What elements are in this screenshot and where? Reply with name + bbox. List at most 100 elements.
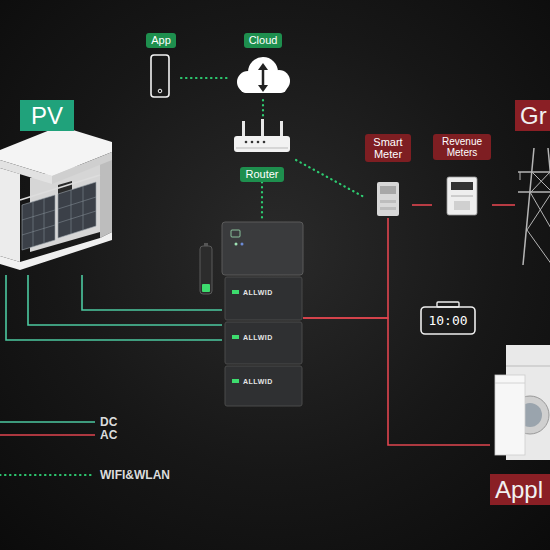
cloud-icon	[258, 85, 268, 92]
house-illustration	[83, 186, 84, 230]
pylon-illustration	[532, 172, 550, 192]
node-label: Router	[240, 167, 283, 182]
legend-line	[0, 421, 95, 423]
house-illustration	[22, 195, 55, 250]
router-icon	[257, 141, 260, 144]
dc-cable	[28, 275, 222, 325]
phone-icon	[158, 89, 162, 93]
legend-line	[0, 434, 95, 436]
pv-node: PV	[0, 100, 115, 275]
house-illustration	[0, 126, 112, 270]
house-illustration	[0, 168, 20, 262]
legend-text: DC	[100, 415, 117, 429]
wifi-link	[262, 100, 264, 118]
pylon-illustration	[520, 172, 521, 180]
battery-stack-illustration	[225, 277, 302, 320]
router-icon	[280, 121, 283, 137]
cloud-icon	[237, 57, 290, 93]
battery-stack-illustration	[232, 335, 239, 339]
revenue-meter-icon	[451, 182, 473, 190]
house-illustration	[44, 198, 45, 243]
legend-row: WIFI&WLAN	[0, 467, 170, 483]
revenue-meter-icon	[447, 177, 477, 215]
appliance-illustration	[495, 375, 525, 455]
dc-cable	[82, 275, 222, 310]
appliances-node: Appl	[490, 338, 550, 505]
pylon-illustration	[518, 191, 550, 193]
revenue-meter-icon	[454, 201, 470, 210]
clock-icon	[421, 307, 475, 334]
battery-stack-illustration	[222, 222, 303, 275]
ac-cable	[303, 218, 388, 318]
appliance-illustration	[495, 345, 550, 460]
router-icon	[234, 136, 290, 152]
house-illustration	[58, 197, 96, 209]
pylon-illustration	[548, 148, 550, 265]
router-icon	[245, 141, 248, 144]
legend-text: AC	[100, 428, 117, 442]
ac-cable	[303, 318, 490, 445]
brand-logo: ALLWID	[243, 288, 273, 297]
battery-stack-illustration	[232, 379, 239, 383]
clock-icon	[421, 302, 475, 334]
house-illustration	[58, 211, 96, 223]
battery-level-icon	[202, 284, 210, 292]
dc-cable	[6, 275, 222, 340]
house-illustration	[22, 225, 55, 235]
wifi-link	[296, 160, 364, 197]
node-label: PV	[20, 100, 74, 131]
battery-stack-illustration	[235, 243, 238, 246]
cloud-node: Cloud	[228, 33, 298, 100]
clock-time-box: 10:00	[421, 307, 475, 334]
revenue-meter-node: Revenue Meters	[432, 134, 492, 222]
phone-icon	[151, 55, 169, 97]
battery-stack-illustration	[241, 243, 244, 246]
battery-stack-illustration	[225, 322, 302, 364]
smart-meter-icon	[380, 207, 396, 210]
node-label: Gr	[515, 100, 550, 131]
app-node: App	[141, 33, 181, 100]
appliance-illustration	[495, 383, 525, 384]
house-illustration	[52, 152, 112, 184]
ac-cable	[412, 204, 432, 206]
router-icon	[234, 119, 290, 152]
house-illustration	[33, 202, 34, 247]
appliance-illustration	[506, 366, 550, 367]
brand-logo: ALLWID	[243, 333, 273, 342]
legend-sample	[0, 467, 95, 483]
battery-stack-illustration	[222, 222, 303, 406]
smart-meter-icon	[380, 186, 396, 194]
pylon-illustration	[527, 192, 550, 230]
battery-stack-illustration	[225, 366, 302, 406]
brand-logo: ALLWID	[243, 377, 273, 386]
revenue-meter-icon	[451, 196, 473, 197]
node-label: Smart Meter	[365, 134, 411, 162]
house-illustration	[22, 210, 55, 220]
pylon-illustration	[531, 172, 550, 192]
house-illustration	[100, 152, 112, 238]
smart-meter-icon	[377, 182, 399, 216]
smart-meter-node: Smart Meter	[364, 134, 412, 218]
grid-node: Gr	[515, 100, 550, 265]
router-node: Router	[228, 118, 296, 182]
node-label: Appl	[490, 474, 550, 505]
cloud-icon	[258, 63, 268, 70]
wifi-link	[181, 77, 228, 79]
battery-level-icon	[200, 246, 212, 294]
house-illustration	[58, 182, 96, 238]
node-label: Revenue Meters	[433, 134, 491, 160]
battery-stack-illustration	[231, 230, 240, 237]
legend-sample	[0, 414, 95, 430]
node-label: App	[146, 33, 176, 48]
battery-stack-illustration	[232, 290, 239, 294]
revenue-meter-icon	[447, 177, 477, 215]
legend-sample	[0, 427, 95, 443]
wifi-link	[261, 182, 263, 222]
legend-line	[0, 474, 95, 476]
pylon-illustration	[518, 171, 550, 173]
battery-stack: ALLWID ALLWID ALLWID	[222, 222, 303, 406]
legend-row: DC	[0, 414, 117, 430]
node-label: Cloud	[244, 33, 283, 48]
